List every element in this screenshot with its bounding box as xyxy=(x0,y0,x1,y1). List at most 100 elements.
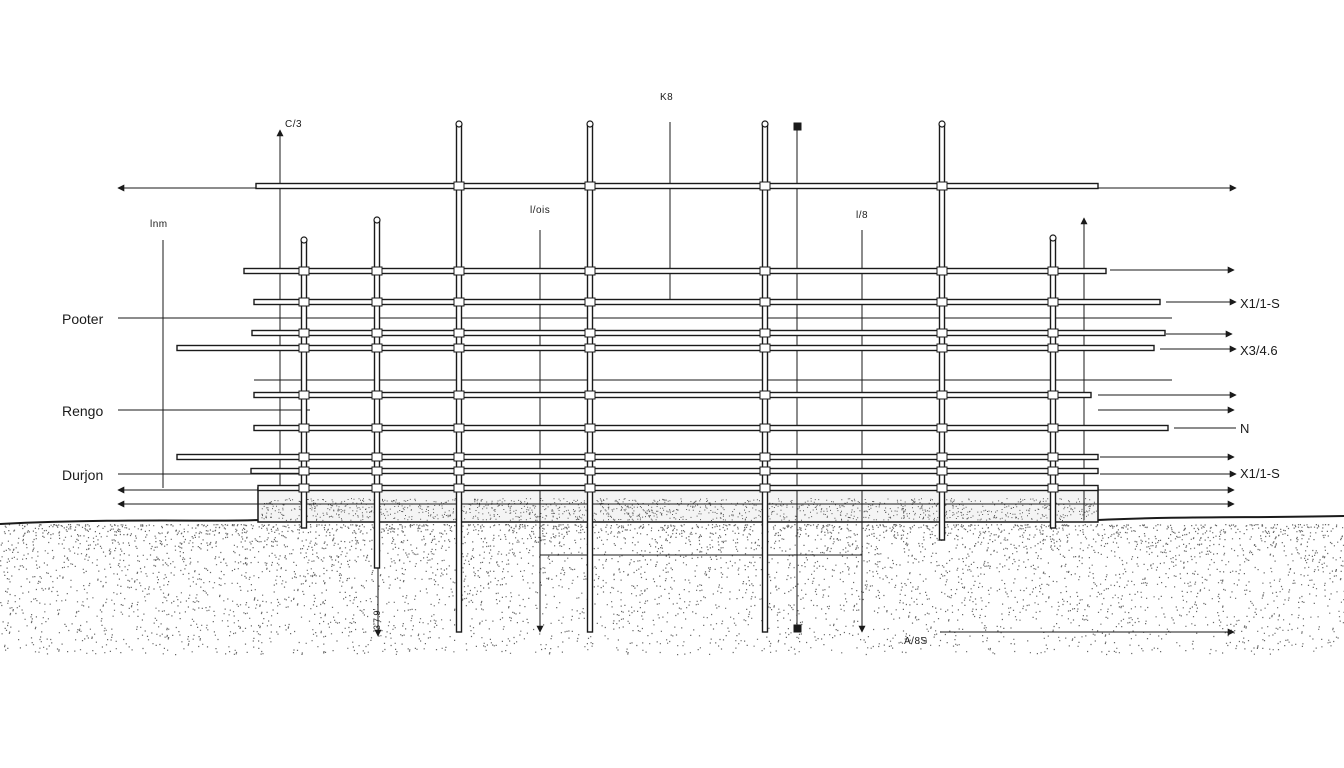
coupler-62 xyxy=(1047,343,1059,353)
label-top-center: K8 xyxy=(660,92,674,103)
coupler-33 xyxy=(584,343,596,353)
coupler-41 xyxy=(759,297,771,307)
coupler-67 xyxy=(1047,483,1059,493)
coupler-45 xyxy=(759,423,771,433)
coupler-1 xyxy=(298,266,310,276)
coupler-36 xyxy=(584,452,596,462)
coupler-17 xyxy=(371,466,383,476)
standard-cap-2 xyxy=(373,216,381,224)
coupler-40 xyxy=(759,266,771,276)
marker-top-square xyxy=(793,122,802,131)
coupler-28 xyxy=(453,483,465,493)
standard-tube-3 xyxy=(455,123,463,633)
coupler-19 xyxy=(453,181,465,191)
coupler-20 xyxy=(453,266,465,276)
label-right-2: X3/4.6 xyxy=(1240,343,1278,358)
coupler-10 xyxy=(371,266,383,276)
standard-cap-3 xyxy=(455,120,463,128)
ledger-tube-7 xyxy=(253,424,1169,432)
label-right-3: N xyxy=(1240,421,1250,436)
ledger-tube-8 xyxy=(176,453,1099,461)
coupler-5 xyxy=(298,390,310,400)
standard-cap-4 xyxy=(586,120,594,128)
coupler-13 xyxy=(371,343,383,353)
coupler-61 xyxy=(1047,328,1059,338)
label-bottom: A/8S xyxy=(904,636,928,647)
coupler-22 xyxy=(453,328,465,338)
coupler-46 xyxy=(759,452,771,462)
coupler-3 xyxy=(298,328,310,338)
coupler-12 xyxy=(371,328,383,338)
label-unit: lnm xyxy=(150,219,168,230)
coupler-50 xyxy=(936,266,948,276)
standard-tube-4 xyxy=(586,123,594,633)
coupler-48 xyxy=(759,483,771,493)
ledger-tube-6 xyxy=(253,391,1092,399)
coupler-18 xyxy=(371,483,383,493)
label-pooter: Pooter xyxy=(62,311,104,327)
couplers xyxy=(298,181,1059,493)
coupler-37 xyxy=(584,466,596,476)
coupler-59 xyxy=(1047,266,1059,276)
soil-dots xyxy=(0,524,1344,656)
coupler-29 xyxy=(584,181,596,191)
coupler-6 xyxy=(298,423,310,433)
coupler-26 xyxy=(453,452,465,462)
coupler-52 xyxy=(936,328,948,338)
coupler-35 xyxy=(584,423,596,433)
label-mid-left-tag: l/ois xyxy=(530,205,551,216)
standard-cap-1 xyxy=(300,236,308,244)
coupler-30 xyxy=(584,266,596,276)
label-right-1: X1/1-S xyxy=(1240,296,1280,311)
coupler-4 xyxy=(298,343,310,353)
ledger-tube-4 xyxy=(251,329,1166,337)
label-top-left: C/3 xyxy=(285,119,303,130)
coupler-63 xyxy=(1047,390,1059,400)
coupler-27 xyxy=(453,466,465,476)
coupler-57 xyxy=(936,466,948,476)
coupler-49 xyxy=(936,181,948,191)
coupler-21 xyxy=(453,297,465,307)
coupler-53 xyxy=(936,343,948,353)
coupler-66 xyxy=(1047,466,1059,476)
coupler-9 xyxy=(298,483,310,493)
coupler-58 xyxy=(936,483,948,493)
coupler-34 xyxy=(584,390,596,400)
coupler-44 xyxy=(759,390,771,400)
ledger-tube-3 xyxy=(253,298,1161,306)
label-small-vertical: ʼ3ʼ7.9ʼ xyxy=(372,608,382,632)
coupler-38 xyxy=(584,483,596,493)
label-mid-right-tag: l/8 xyxy=(856,210,869,221)
coupler-65 xyxy=(1047,452,1059,462)
coupler-42 xyxy=(759,328,771,338)
ledger-tube-2 xyxy=(243,267,1107,275)
coupler-16 xyxy=(371,452,383,462)
coupler-32 xyxy=(584,328,596,338)
coupler-43 xyxy=(759,343,771,353)
coupler-8 xyxy=(298,466,310,476)
coupler-7 xyxy=(298,452,310,462)
ledger-tube-5 xyxy=(176,344,1155,352)
label-rengo: Rengo xyxy=(62,403,104,419)
label-right-4: X1/1-S xyxy=(1240,466,1280,481)
coupler-23 xyxy=(453,343,465,353)
soil-stipple xyxy=(0,524,1344,656)
coupler-55 xyxy=(936,423,948,433)
standard-tube-5 xyxy=(761,123,769,633)
coupler-47 xyxy=(759,466,771,476)
coupler-56 xyxy=(936,452,948,462)
ledgers xyxy=(176,182,1169,492)
marker-bottom-square xyxy=(793,624,802,633)
standard-cap-7 xyxy=(1049,234,1057,242)
coupler-31 xyxy=(584,297,596,307)
standard-cap-6 xyxy=(938,120,946,128)
coupler-15 xyxy=(371,423,383,433)
coupler-24 xyxy=(453,390,465,400)
coupler-64 xyxy=(1047,423,1059,433)
coupler-25 xyxy=(453,423,465,433)
standard-cap-5 xyxy=(761,120,769,128)
label-durjon: Durjon xyxy=(62,467,104,483)
coupler-2 xyxy=(298,297,310,307)
